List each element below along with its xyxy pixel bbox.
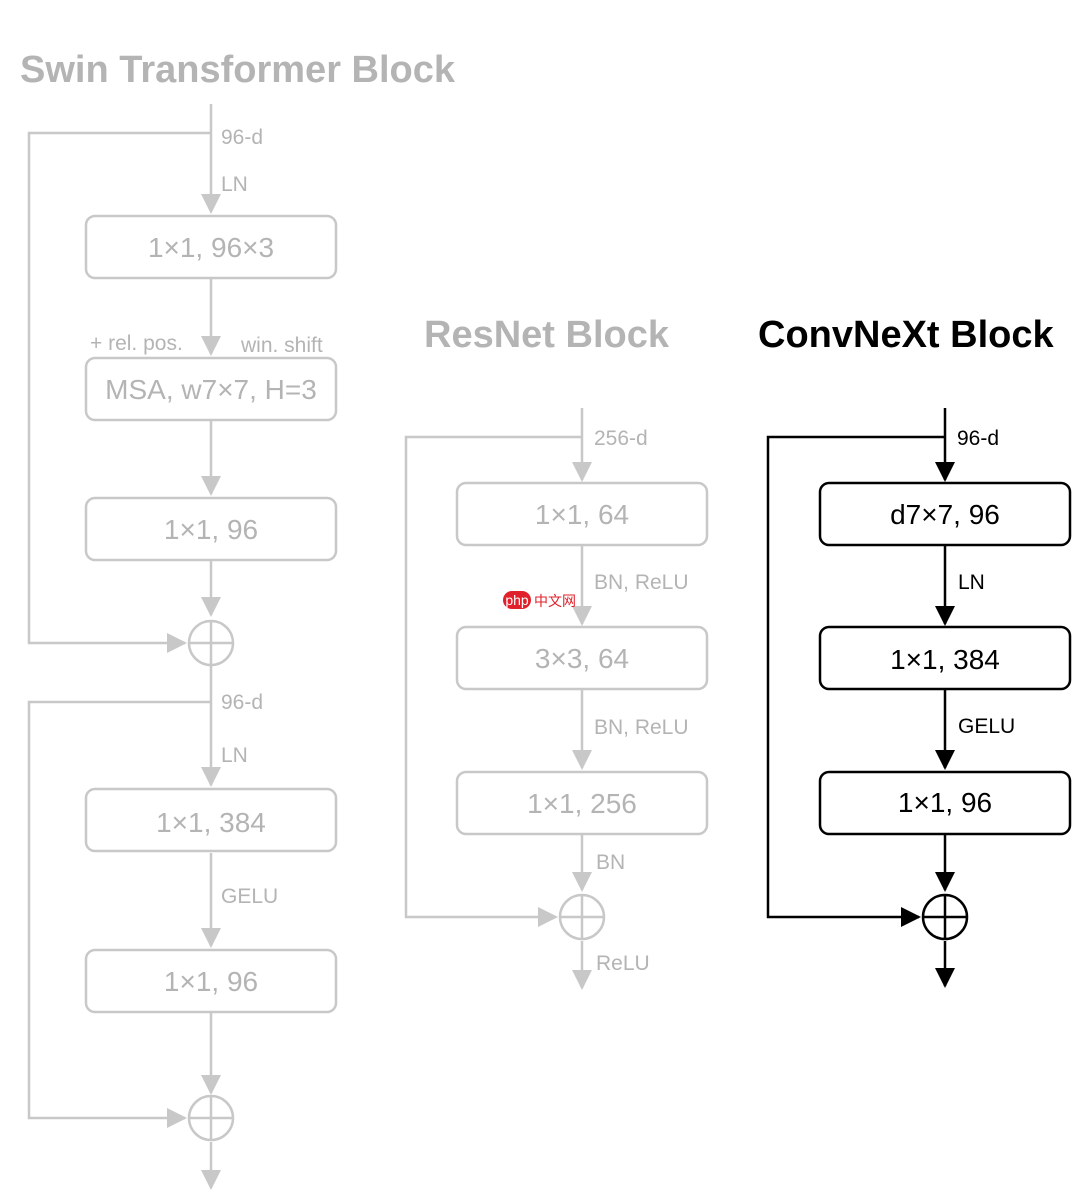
resnet-sum-node [558, 893, 606, 941]
resnet-box-2-label: 3×3, 64 [535, 643, 629, 674]
convnext-box-expand [818, 625, 1072, 691]
swin-box-expand [84, 787, 338, 853]
swin-gelu-label: GELU [221, 885, 278, 908]
swin-box-msa-label: MSA, w7×7, H=3 [105, 374, 317, 405]
convnext-box-reduce [818, 770, 1072, 836]
convnext-box-reduce-label: 1×1, 96 [898, 787, 992, 818]
php-cn-watermark: php 中文网 [503, 591, 576, 609]
convnext-gelu-label: GELU [958, 715, 1015, 738]
resnet-box-3 [455, 770, 709, 836]
resnet-relu-label: ReLU [596, 952, 650, 975]
swin-title: Swin Transformer Block [20, 49, 456, 91]
swin-box-expand-label: 1×1, 384 [156, 807, 266, 838]
convnext-block: ConvNeXt Block d7×7, 96 1×1, 384 1×1, 96… [758, 314, 1072, 988]
swin-mid-dim: 96-d [221, 691, 263, 714]
swin-win-shift-label: win. shift [240, 334, 323, 357]
convnext-box-dwconv-label: d7×7, 96 [890, 499, 1000, 530]
convnext-ln-label: LN [958, 571, 985, 594]
swin-ln2-label: LN [221, 744, 248, 767]
resnet-title: ResNet Block [424, 314, 670, 356]
swin-box-proj-label: 1×1, 96 [164, 514, 258, 545]
resnet-act2-label: BN, ReLU [594, 716, 689, 739]
swin-skip-1 [27, 131, 211, 653]
convnext-input-dim: 96-d [957, 427, 999, 450]
swin-box-reduce-label: 1×1, 96 [164, 966, 258, 997]
convnext-title: ConvNeXt Block [758, 314, 1054, 356]
swin-box-qkv-label: 1×1, 96×3 [148, 232, 274, 263]
resnet-skip [404, 435, 582, 927]
swin-sum-node-1 [187, 619, 235, 667]
swin-sum-node-2 [187, 1094, 235, 1142]
resnet-box-1-label: 1×1, 64 [535, 499, 629, 530]
convnext-sum-node [921, 893, 969, 941]
convnext-box-expand-label: 1×1, 384 [890, 644, 1000, 675]
resnet-box-1 [455, 481, 709, 547]
convnext-box-dwconv [818, 481, 1072, 547]
resnet-box-3-label: 1×1, 256 [527, 788, 637, 819]
watermark-badge [503, 591, 531, 609]
swin-block: Swin Transformer Block 1×1, 96×3 MSA, w7… [20, 49, 456, 1190]
watermark-badge-text: php [505, 592, 529, 608]
swin-skip-2 [27, 700, 211, 1128]
swin-box-reduce [84, 948, 338, 1014]
swin-input-dim: 96-d [221, 126, 263, 149]
resnet-input-dim: 256-d [594, 427, 648, 450]
swin-box-proj [84, 496, 338, 562]
swin-box-msa [84, 356, 338, 422]
convnext-skip [766, 435, 945, 927]
swin-box-qkv [84, 214, 338, 280]
resnet-bn-label: BN [596, 851, 625, 874]
resnet-block: ResNet Block 1×1, 64 3×3, 64 1×1, 256 25… [404, 314, 709, 990]
resnet-box-2 [455, 625, 709, 691]
swin-ln1-label: LN [221, 173, 248, 196]
swin-rel-pos-label: + rel. pos. [90, 332, 183, 355]
resnet-act1-label: BN, ReLU [594, 571, 689, 594]
watermark-text: 中文网 [534, 593, 576, 609]
